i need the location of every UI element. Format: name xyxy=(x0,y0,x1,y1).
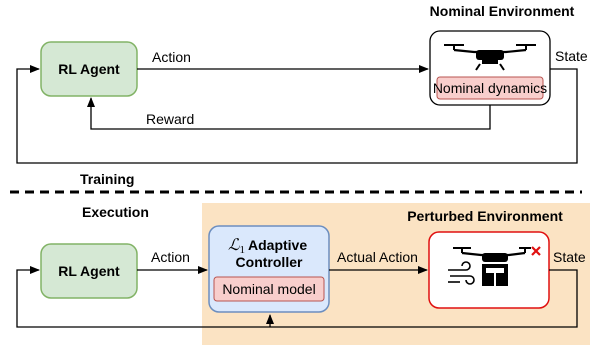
nominal-model-box xyxy=(213,276,325,302)
training-action-label: Action xyxy=(152,49,191,65)
execution-rl-agent-box: RL Agent xyxy=(40,243,138,299)
nominal-environment-title: Nominal Environment xyxy=(430,3,575,19)
training-rl-agent-label: RL Agent xyxy=(58,61,120,77)
training-state-arrow xyxy=(16,65,578,164)
perturbed-environment-box xyxy=(428,231,550,309)
training-section-label: Training xyxy=(80,171,134,187)
nominal-model-label: Nominal model xyxy=(222,281,315,297)
controller-label-line2: Controller xyxy=(236,254,303,270)
execution-action-label: Action xyxy=(151,249,190,265)
execution-rl-agent-label: RL Agent xyxy=(58,263,120,279)
training-reward-label: Reward xyxy=(146,111,194,127)
execution-state-arrow xyxy=(16,266,578,328)
actual-action-label: Actual Action xyxy=(337,249,418,265)
training-state-label: State xyxy=(555,48,588,64)
cross-mark-icon xyxy=(531,246,541,256)
drone-icon xyxy=(444,44,536,71)
damaged-drone-icon xyxy=(453,247,531,262)
adaptive-controller-box: ℒ1 Adaptive Controller Nominal model xyxy=(208,225,330,313)
nominal-dynamics-box xyxy=(436,76,544,100)
controller-label-line1: Adaptive xyxy=(248,237,307,253)
training-rl-agent-box: RL Agent xyxy=(40,41,138,97)
perturbed-environment-title: Perturbed Environment xyxy=(407,208,563,224)
package-icon xyxy=(482,264,508,286)
nominal-dynamics-label: Nominal dynamics xyxy=(433,80,547,96)
nominal-environment-box: Nominal dynamics xyxy=(429,30,551,106)
execution-section-label: Execution xyxy=(82,204,149,220)
wind-icon xyxy=(448,261,475,285)
execution-rl-agent-rect xyxy=(40,243,138,299)
execution-state-label: State xyxy=(553,249,586,265)
training-reward-arrow xyxy=(87,97,491,130)
